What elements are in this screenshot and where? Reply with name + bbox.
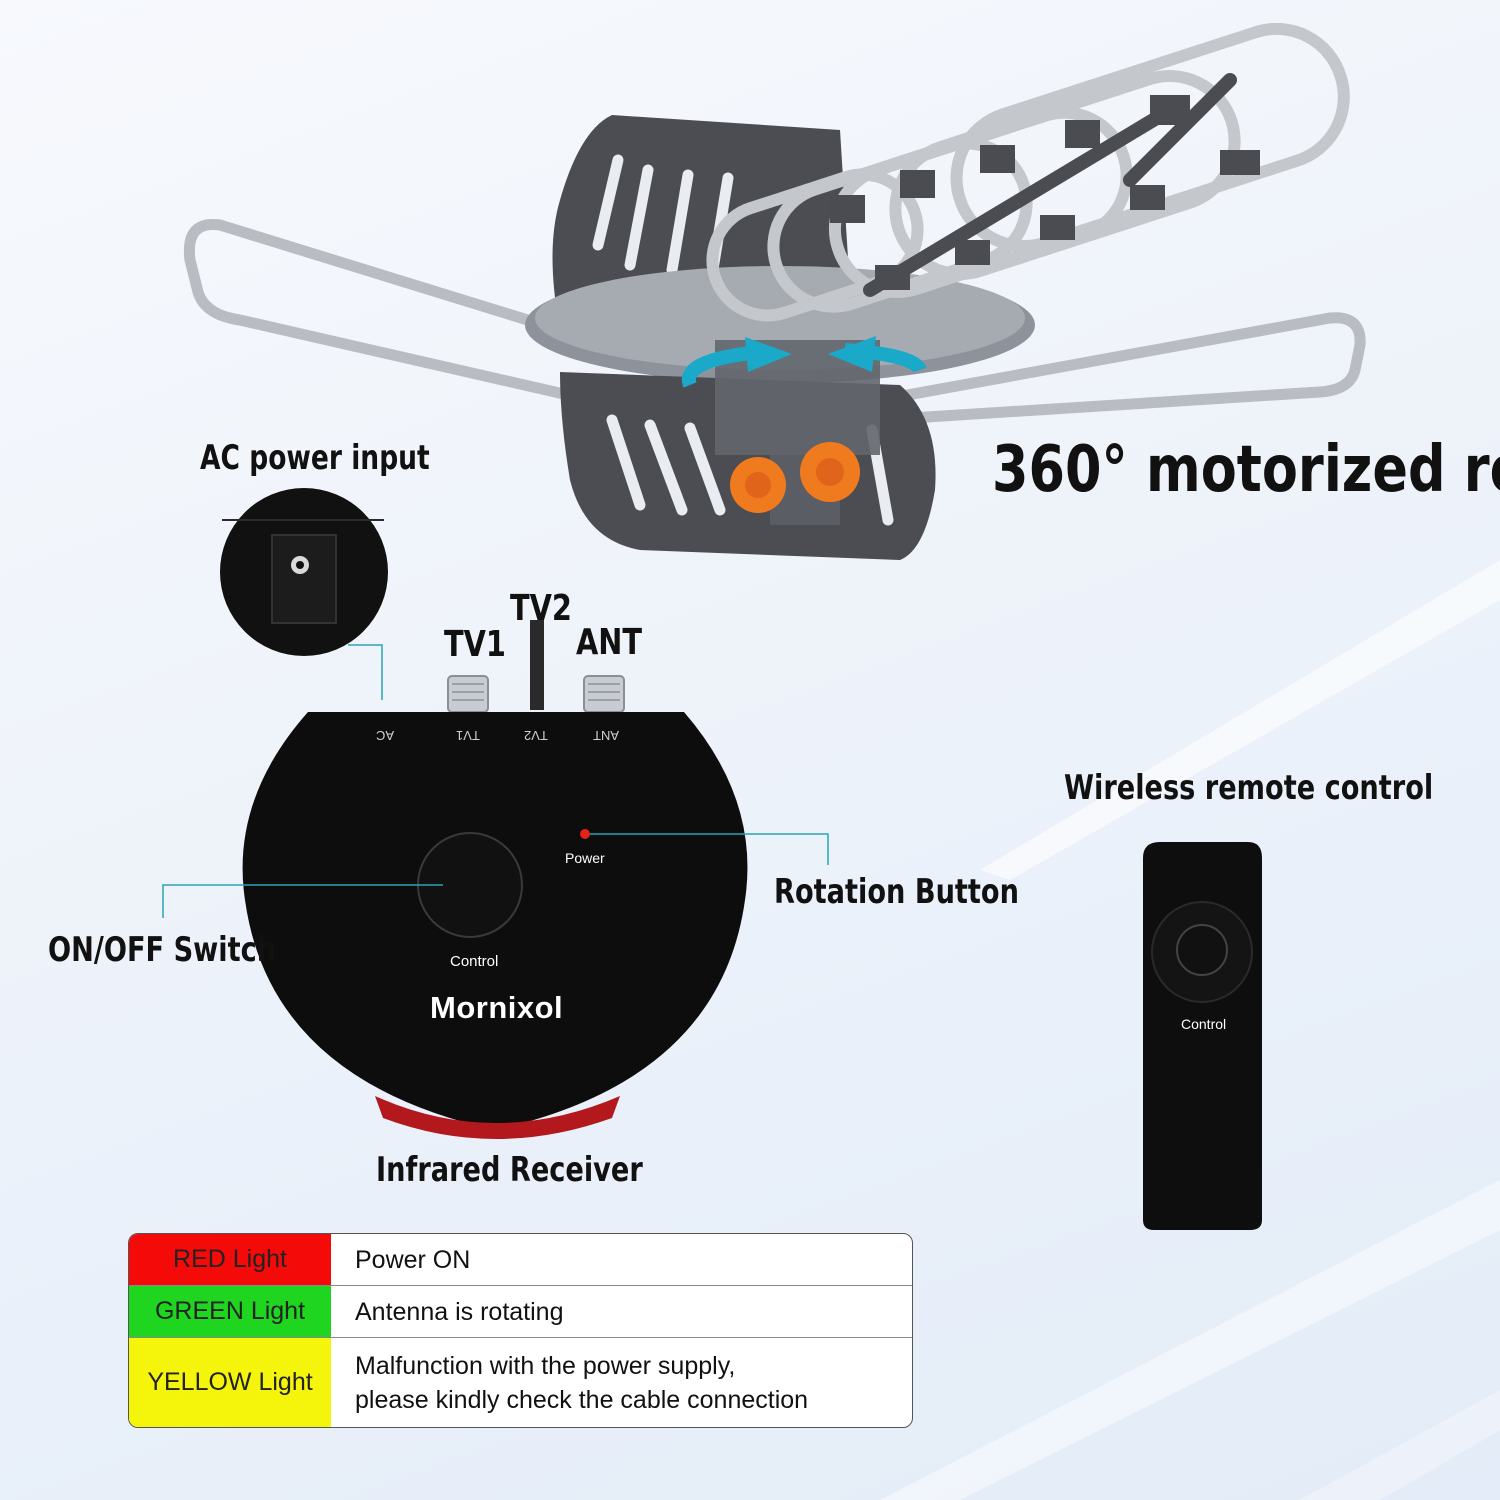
ac-input-label: AC power input — [200, 438, 430, 478]
remote-button[interactable] — [1176, 924, 1228, 976]
rotation-feature-label: 360° motorized rotation — [992, 433, 1500, 507]
light-status-legend: RED Light Power ON GREEN Light Antenna i… — [128, 1233, 913, 1428]
tv1-port-title: TV1 — [444, 624, 506, 665]
right-element-arm — [879, 312, 1366, 426]
on-off-switch-label: ON/OFF Switch — [48, 930, 277, 970]
wireless-remote-label: Wireless remote control — [1064, 768, 1434, 808]
infrared-receiver-label: Infrared Receiver — [376, 1150, 643, 1190]
legend-green-meaning: Antenna is rotating — [355, 1297, 564, 1326]
power-led — [580, 829, 590, 839]
orange-knobs — [730, 442, 860, 513]
tv2-port-title: TV2 — [510, 588, 572, 629]
legend-row-red: RED Light Power ON — [129, 1234, 912, 1286]
legend-red-swatch: RED Light — [129, 1234, 331, 1285]
power-led-label: Power — [565, 850, 605, 866]
legend-row-yellow: YELLOW Light Malfunction with the power … — [129, 1338, 912, 1427]
left-reflector-arm — [183, 218, 596, 406]
legend-yellow-swatch: YELLOW Light — [129, 1338, 331, 1427]
remote-control-label: Control — [1181, 1016, 1227, 1032]
legend-yellow-meaning: Malfunction with the power supply, pleas… — [355, 1351, 809, 1414]
ant-port-title: ANT — [576, 622, 643, 663]
control-button-label: Control — [450, 953, 499, 970]
legend-row-green: GREEN Light Antenna is rotating — [129, 1286, 912, 1338]
director-elements — [706, 22, 1350, 322]
legend-red-meaning: Power ON — [355, 1245, 471, 1274]
brand-logo: Mornixol — [430, 990, 564, 1025]
rotation-button-label: Rotation Button — [774, 872, 1019, 912]
legend-green-swatch: GREEN Light — [129, 1286, 331, 1337]
